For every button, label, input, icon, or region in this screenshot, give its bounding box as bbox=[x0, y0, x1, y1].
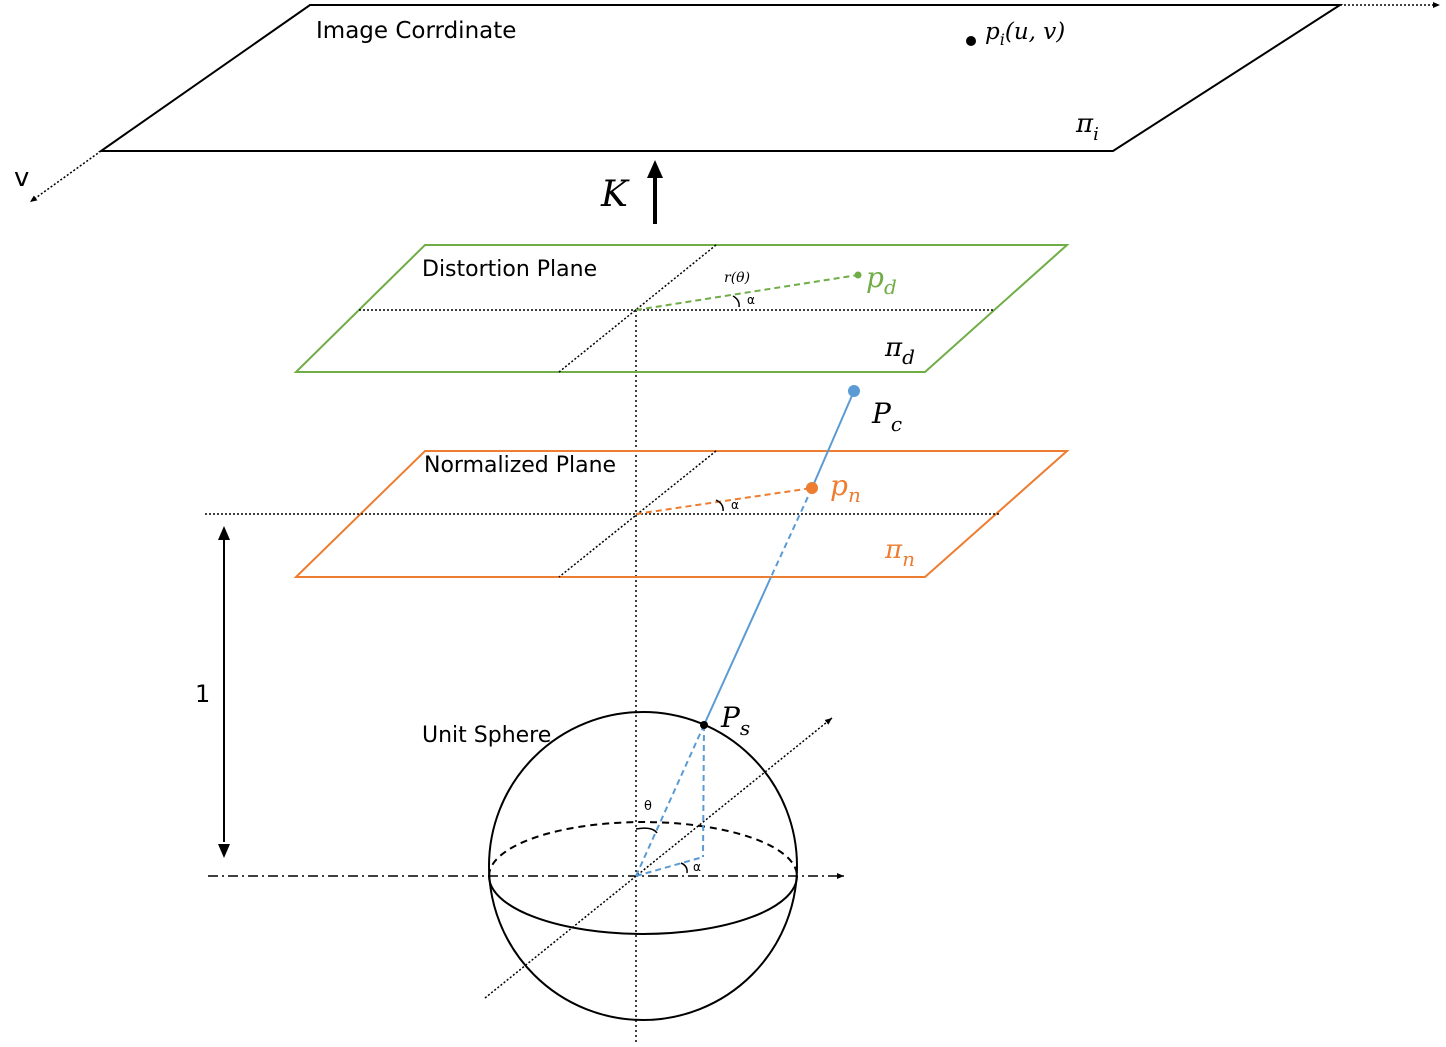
image-point-marker bbox=[966, 36, 976, 46]
svg-text:pn: pn bbox=[830, 469, 861, 507]
theta-arc bbox=[635, 827, 658, 834]
distortion-angle-label: α bbox=[747, 293, 755, 307]
sphere-point-marker bbox=[700, 721, 708, 729]
normalized-plane-symbol: π bbox=[884, 535, 903, 565]
distortion-plane-subscript: d bbox=[902, 345, 915, 369]
sphere-drop-line bbox=[702, 724, 705, 858]
sphere-outline bbox=[488, 711, 798, 1021]
camera-point-sub: c bbox=[891, 412, 902, 436]
sphere-projection-line bbox=[635, 856, 704, 877]
normalized-angle-arc bbox=[715, 499, 724, 512]
image-plane: v Image Corrdinate pi(u, v) πi bbox=[14, 2, 1440, 203]
svg-text:πi: πi bbox=[1075, 109, 1099, 145]
normalized-point-main: p bbox=[830, 469, 848, 502]
distortion-point-main: p bbox=[866, 261, 884, 294]
normalized-plane-subscript: n bbox=[902, 547, 915, 571]
k-arrow-head bbox=[647, 160, 663, 178]
distortion-point-sub: d bbox=[884, 275, 897, 299]
image-plane-outline bbox=[97, 4, 1344, 152]
unit-sphere: θ α Unit Sphere Ps bbox=[208, 701, 844, 1021]
camera-ray: Pc bbox=[703, 385, 902, 726]
ray-segment-upper bbox=[811, 390, 855, 489]
normalized-point-marker bbox=[806, 482, 818, 494]
image-plane-title: Image Corrdinate bbox=[316, 18, 516, 44]
k-label: K bbox=[600, 174, 630, 215]
distortion-radius-line bbox=[635, 274, 859, 311]
camera-point-marker bbox=[848, 385, 860, 397]
intrinsic-projection: K bbox=[600, 160, 663, 224]
camera-point-main: P bbox=[871, 397, 892, 430]
distortion-angle-arc bbox=[732, 295, 740, 308]
normalized-plane-title: Normalized Plane bbox=[424, 453, 616, 478]
distortion-radius-label: r(θ) bbox=[724, 270, 750, 286]
image-point-coords: (u, v) bbox=[1005, 19, 1065, 45]
image-point-main: p bbox=[985, 19, 1000, 45]
v-axis bbox=[29, 150, 102, 203]
svg-text:Pc: Pc bbox=[871, 397, 902, 436]
distortion-plane-symbol: π bbox=[884, 333, 903, 363]
distortion-plane: α r(θ) Distortion Plane pd πd bbox=[293, 244, 1070, 373]
sphere-equator-back bbox=[488, 821, 798, 877]
unit-sphere-label: Unit Sphere bbox=[422, 723, 551, 748]
theta-label: θ bbox=[644, 799, 652, 814]
image-point-sub: i bbox=[1000, 30, 1005, 49]
sphere-equator-front bbox=[488, 875, 798, 935]
sphere-alpha-label: α bbox=[693, 860, 701, 874]
sphere-point-main: P bbox=[720, 701, 741, 734]
normalized-angle-label: α bbox=[731, 498, 739, 512]
svg-text:πn: πn bbox=[884, 535, 915, 571]
svg-text:πd: πd bbox=[884, 333, 915, 369]
normalized-plane-outline bbox=[293, 450, 1070, 578]
svg-text:pi(u, v): pi(u, v) bbox=[985, 19, 1065, 49]
normalized-plane: α Normalized Plane pn πn bbox=[205, 450, 1070, 578]
sphere-y-axis bbox=[484, 717, 833, 999]
unit-distance: 1 bbox=[195, 526, 230, 858]
ray-segment-middle bbox=[770, 487, 813, 578]
svg-text:pd: pd bbox=[866, 261, 897, 299]
v-axis-label: v bbox=[14, 163, 29, 193]
distance-label: 1 bbox=[195, 680, 210, 708]
svg-text:Ps: Ps bbox=[720, 701, 750, 740]
distortion-point-marker bbox=[854, 271, 862, 279]
distance-arrow-head-bottom bbox=[218, 844, 230, 858]
distance-arrow-head-top bbox=[218, 526, 230, 540]
distortion-plane-outline bbox=[293, 244, 1070, 373]
image-plane-subscript: i bbox=[1093, 124, 1099, 145]
sphere-point-sub: s bbox=[740, 716, 750, 740]
distortion-plane-title: Distortion Plane bbox=[422, 257, 597, 282]
normalized-point-sub: n bbox=[848, 483, 861, 507]
image-plane-symbol: π bbox=[1075, 109, 1094, 139]
sphere-alpha-arc bbox=[680, 862, 688, 874]
sphere-ray-dashed bbox=[635, 724, 705, 877]
normalized-radius-line bbox=[635, 487, 813, 515]
ray-segment-lower bbox=[703, 576, 772, 726]
distortion-y-axis bbox=[558, 244, 717, 373]
